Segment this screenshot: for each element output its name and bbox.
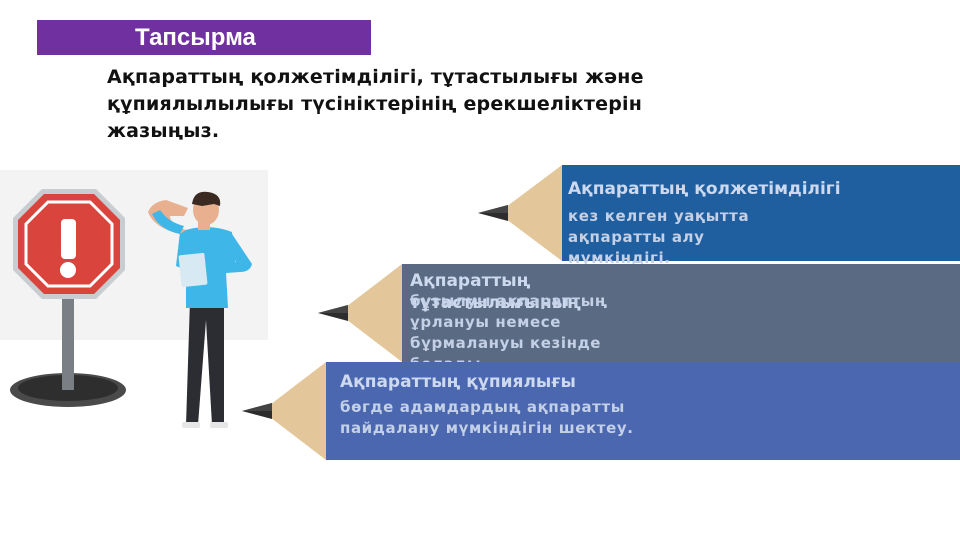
card-integrity-body-2: ұрлануы немесе (410, 313, 561, 331)
card-integrity-title-2: тұтастылығының (410, 293, 581, 313)
banner-title: Тапсырма (135, 24, 256, 51)
card-confidentiality-body-2: пайдалану мүмкіндігін шектеу. (340, 419, 634, 437)
pencil-tip-icon-2 (318, 264, 402, 362)
card-confidentiality: Ақпараттың құпиялығы бөгде адамдардың ақ… (326, 362, 960, 460)
card-integrity-body-3: бұрмалануы кезінде (410, 334, 602, 352)
task-line-2: құпиялылылығы түсініктерінің ерекшелікте… (107, 93, 643, 115)
card-availability-body: кез келген уақытта ақпаратты алу мүмкінд… (568, 206, 749, 269)
title-banner: Тапсырма (37, 20, 371, 55)
stop-sign-exclamation-icon (10, 189, 126, 407)
card-integrity-body-1: бұзылуы ақпараттың (410, 292, 608, 310)
task-text: Ақпараттың қолжетімділігі, тұтастылығы ж… (107, 64, 807, 145)
card-confidentiality-body: бөгде адамдардың ақпаратты пайдалану мүм… (340, 397, 634, 439)
card-integrity: Ақпараттың тұтастылығының бұзылуы ақпара… (402, 264, 960, 373)
card-integrity-body: бұзылуы ақпараттың ұрлануы немесе бұрмал… (410, 291, 608, 375)
task-line-3: жазыңыз. (107, 120, 220, 142)
pencil-tip-icon-3 (242, 362, 326, 460)
card-integrity-title-1: Ақпараттың (410, 271, 531, 291)
card-availability-body-1: кез келген уақытта (568, 207, 750, 225)
card-availability-title: Ақпараттың қолжетімділігі (568, 179, 841, 199)
card-availability-body-2: ақпаратты алу (568, 228, 705, 246)
pencil-tip-icon-1 (478, 165, 562, 261)
card-confidentiality-body-1: бөгде адамдардың ақпаратты (340, 398, 625, 416)
card-confidentiality-title: Ақпараттың құпиялығы (340, 372, 576, 392)
task-line-1: Ақпараттың қолжетімділігі, тұтастылығы ж… (107, 66, 644, 88)
card-availability: Ақпараттың қолжетімділігі кез келген уақ… (562, 165, 960, 267)
card-integrity-title: Ақпараттың тұтастылығының (410, 270, 581, 314)
card-availability-body-3: мүмкіндігі. (568, 249, 671, 267)
thinking-man-illustration (148, 191, 252, 428)
